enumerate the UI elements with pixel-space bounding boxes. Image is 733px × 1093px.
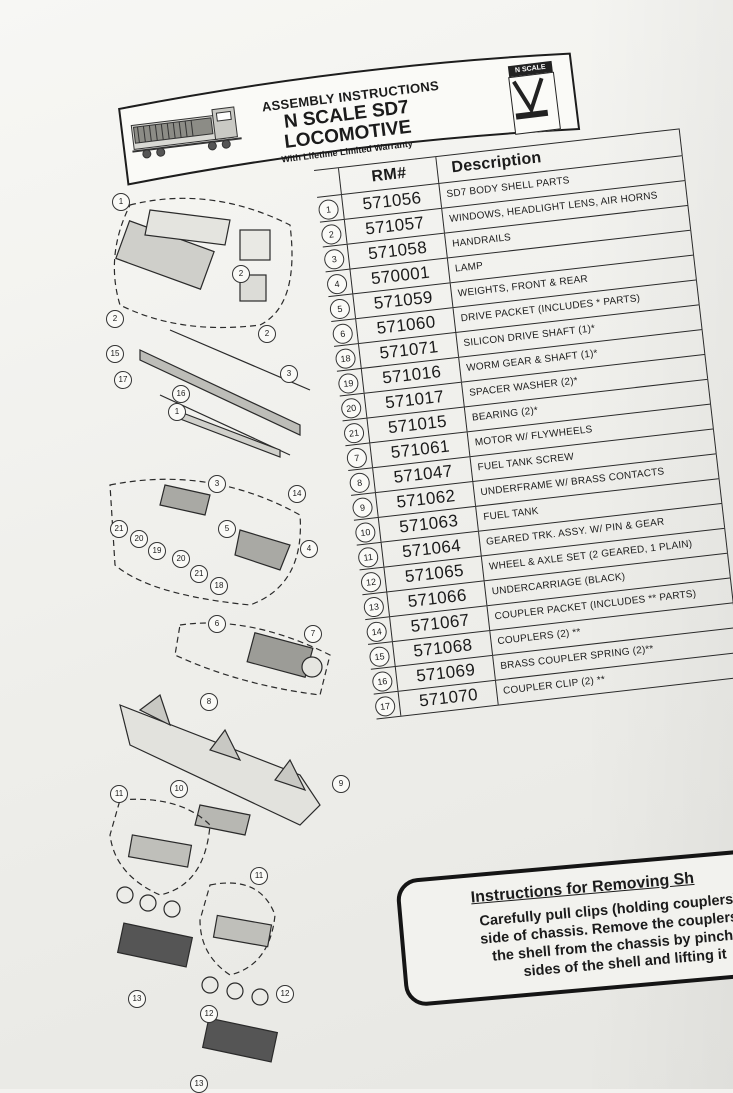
rear-weight (234, 529, 291, 571)
callout-bubble: 20 (130, 530, 148, 548)
callout-bubble: 19 (148, 542, 166, 560)
callout-bubble: 14 (288, 485, 306, 503)
callout-bubble: 17 (114, 371, 132, 389)
part-number-bubble: 9 (351, 496, 374, 519)
callout-bubble: 12 (276, 985, 294, 1003)
part-number-bubble: 14 (365, 620, 388, 643)
callout-bubble: 1 (112, 193, 130, 211)
part-number-bubble: 17 (374, 695, 397, 718)
callout-bubble: 1 (168, 403, 186, 421)
header-frame (118, 52, 581, 186)
callout-bubble: 3 (280, 365, 298, 383)
brand-mark-icon (512, 77, 549, 120)
front-weight (159, 484, 211, 516)
front-truck (127, 834, 193, 868)
callout-bubble: 7 (304, 625, 322, 643)
part-number-bubble: 16 (371, 670, 394, 693)
rear-undercarriage (201, 1017, 279, 1063)
callout-bubble: 16 (172, 385, 190, 403)
front-truck-outline (109, 798, 211, 896)
part-number-bubble: 13 (362, 595, 385, 619)
callout-bubble: 9 (332, 775, 350, 793)
exploded-view-drawing (109, 197, 331, 1063)
shell-removal-instructions: Instructions for Removing Sh Carefully p… (395, 842, 733, 1008)
callout-bubble: 20 (172, 550, 190, 568)
callout-bubble: 21 (190, 565, 208, 583)
flywheel (301, 656, 323, 678)
callout-bubble: 18 (210, 577, 228, 595)
header-banner: ASSEMBLY INSTRUCTIONS N SCALE SD7 LOCOMO… (110, 43, 588, 195)
part-number-bubble: 10 (354, 521, 377, 544)
callout-bubble: 8 (200, 693, 218, 711)
callout-bubble: 12 (200, 1005, 218, 1023)
callout-bubble: 15 (106, 345, 124, 363)
motor-group-outline (174, 622, 331, 696)
callout-bubble: 6 (208, 615, 226, 633)
callout-bubble: 13 (190, 1075, 208, 1093)
callout-bubble: 10 (170, 780, 188, 798)
callout-bubble: 21 (110, 520, 128, 538)
underframe (119, 704, 321, 826)
callout-bubble: 11 (110, 785, 128, 803)
rear-truck-outline (199, 882, 276, 976)
shell-group-outline (113, 197, 293, 329)
rear-truck (212, 914, 273, 948)
callout-bubble: 11 (250, 867, 268, 885)
callout-bubble: 13 (128, 990, 146, 1008)
drive-group-outline (109, 478, 302, 606)
cab-part (239, 229, 271, 261)
callout-bubble: 2 (258, 325, 276, 343)
part-number-bubble: 15 (368, 645, 391, 668)
callout-bubble: 3 (208, 475, 226, 493)
shell-roof-part (144, 209, 231, 246)
brand-logo: N SCALE (507, 60, 561, 135)
locomotive-sketch (130, 106, 242, 159)
part-number-bubble: 11 (357, 546, 380, 569)
callout-bubble: 2 (232, 265, 250, 283)
front-undercarriage (116, 922, 194, 968)
removal-body: Carefully pull clips (holding couplers) … (420, 883, 733, 990)
part-number-bubble: 8 (348, 471, 371, 494)
fuel-tank (194, 804, 251, 836)
callout-bubble: 2 (106, 310, 124, 328)
callout-bubble: 4 (300, 540, 318, 558)
chassis-frame (139, 349, 301, 436)
callout-bubble: 5 (218, 520, 236, 538)
part-number-bubble: 12 (359, 571, 383, 594)
